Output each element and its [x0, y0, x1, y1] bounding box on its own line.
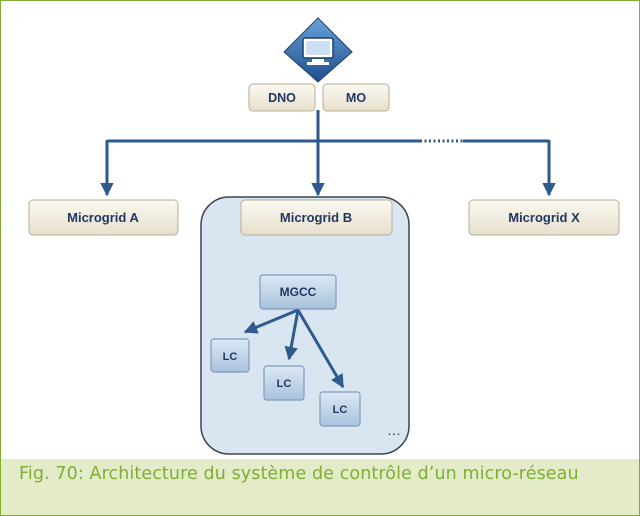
lc-label-3: LC	[333, 404, 348, 416]
dno-label: DNO	[268, 91, 296, 105]
mgcc-box	[259, 274, 337, 310]
lc-label-2: LC	[277, 378, 292, 390]
mo-label: MO	[346, 91, 366, 105]
lc-label-1: LC	[223, 351, 238, 363]
arrow-mgcc-to-lc-1	[243, 308, 299, 334]
dno-box	[248, 83, 316, 112]
microgrid-a-label: Microgrid A	[67, 210, 139, 225]
microgrid-b-panel	[200, 196, 410, 455]
lc-box-1	[210, 338, 250, 373]
microgrid-b-box	[240, 199, 393, 236]
operator-computer-icon	[283, 17, 353, 83]
microgrid-x-box	[468, 199, 620, 236]
more-controllers-ellipsis: …	[387, 422, 401, 438]
mgcc-label: MGCC	[280, 285, 317, 299]
microgrid-b-label: Microgrid B	[280, 210, 352, 225]
mo-box	[322, 83, 390, 112]
caption-bar	[1, 459, 639, 515]
lc-box-2	[263, 365, 305, 401]
arrow-mgcc-to-lc-2	[284, 309, 300, 361]
arrow-mgcc-to-lc-3	[296, 309, 345, 389]
lc-box-3	[319, 391, 361, 427]
figure-caption: Fig. 70: Architecture du système de cont…	[19, 464, 579, 484]
microgrid-x-label: Microgrid X	[508, 210, 580, 225]
microgrid-a-box	[28, 199, 179, 236]
